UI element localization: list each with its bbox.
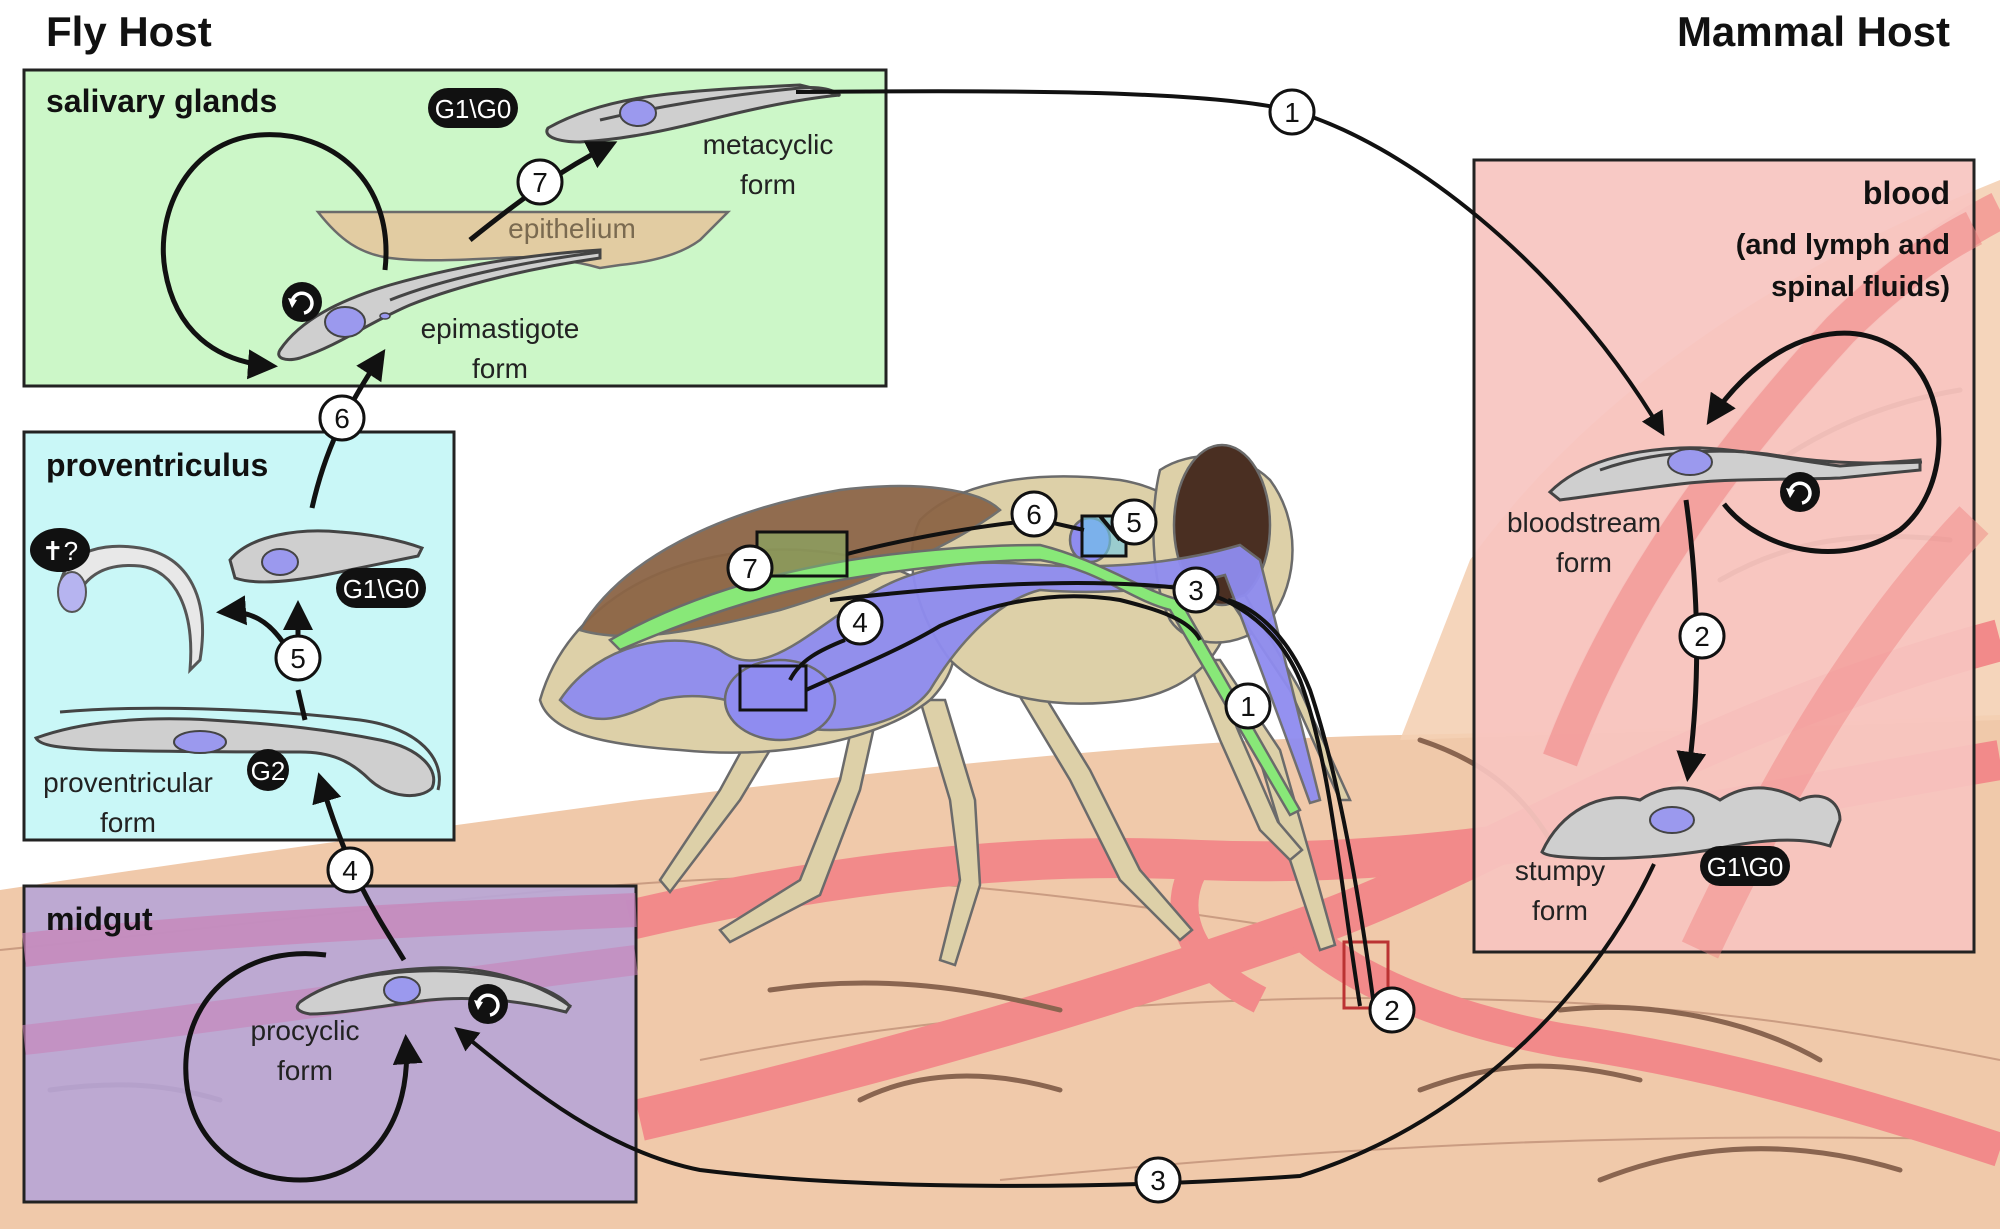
svg-text:7: 7	[742, 553, 758, 584]
svg-text:5: 5	[290, 643, 306, 674]
fly-host-title: Fly Host	[46, 8, 212, 55]
proventricular-label-2: form	[100, 807, 156, 838]
epithelium	[315, 210, 732, 270]
metacyclic-label-2: form	[740, 169, 796, 200]
svg-text:6: 6	[334, 403, 350, 434]
blood-subtitle-1: (and lymph and	[1736, 229, 1950, 261]
cycle-icon-blood	[1780, 472, 1820, 512]
svg-text:✝?: ✝?	[42, 536, 78, 566]
svg-text:5: 5	[1126, 507, 1142, 538]
svg-text:3: 3	[1188, 575, 1204, 606]
bloodstream-label-2: form	[1556, 547, 1612, 578]
svg-text:3: 3	[1150, 1165, 1166, 1196]
badge-g1g0-metacyclic: G1\G0	[428, 88, 518, 128]
stumpy-label-2: form	[1532, 895, 1588, 926]
bloodstream-label-1: bloodstream	[1507, 507, 1661, 538]
procyclic-cycle-arrow	[183, 951, 423, 1183]
arrow-4-to-proventriculus	[312, 772, 407, 962]
proventricular-cell	[33, 706, 441, 798]
metacyclic-cell	[545, 83, 842, 144]
badge-g1g0-proventriculus: G1\G0	[336, 568, 426, 608]
svg-text:4: 4	[342, 855, 358, 886]
stumpy-label-1: stumpy	[1515, 855, 1605, 886]
bloodstream-cycle-arrow	[1706, 330, 1942, 554]
svg-text:G1\G0: G1\G0	[343, 574, 420, 604]
svg-text:G1\G0: G1\G0	[1707, 852, 1784, 882]
svg-text:1: 1	[1240, 691, 1256, 722]
cycle-icon	[282, 282, 322, 322]
cycle-icon-midgut	[468, 984, 508, 1024]
dying-cell	[57, 544, 204, 674]
procyclic-cell	[295, 966, 573, 1016]
epimastigote-cycle-arrow	[160, 132, 389, 380]
svg-text:6: 6	[1026, 499, 1042, 530]
proventriculus-title: proventriculus	[46, 447, 268, 483]
metacyclic-label-1: metacyclic	[703, 129, 834, 160]
procyclic-label-2: form	[277, 1055, 333, 1086]
svg-text:2: 2	[1384, 995, 1400, 1026]
mammal-host-title: Mammal Host	[1677, 8, 1950, 55]
svg-text:4: 4	[852, 607, 868, 638]
midgut-title: midgut	[46, 901, 153, 937]
badge-g2: G2	[247, 749, 289, 791]
dagger-icon: ✝?	[30, 528, 90, 572]
svg-text:7: 7	[532, 167, 548, 198]
proventricular-label-1: proventricular	[43, 767, 213, 798]
epimastigote-label-1: epimastigote	[421, 313, 580, 344]
svg-text:G1\G0: G1\G0	[435, 94, 512, 124]
fly-wing	[578, 484, 1002, 638]
procyclic-label-1: procyclic	[251, 1015, 360, 1046]
badge-g1g0-stumpy: G1\G0	[1700, 846, 1790, 886]
step-badges: 1 2 3 4 5 6 7 1 2 3 4 5 6 7	[274, 88, 1726, 1204]
salivary-glands-title: salivary glands	[46, 83, 277, 119]
stumpy-cell	[1540, 786, 1842, 861]
svg-text:1: 1	[1284, 97, 1300, 128]
svg-text:2: 2	[1694, 621, 1710, 652]
blood-subtitle-2: spinal fluids)	[1771, 271, 1950, 303]
epimastigote-label-2: form	[472, 353, 528, 384]
arrow-5-base	[295, 689, 308, 721]
svg-text:G2: G2	[251, 756, 286, 786]
bloodstream-cell	[1547, 446, 1923, 502]
g1g0-proventriculus-cell	[228, 529, 425, 584]
epithelium-label: epithelium	[508, 213, 636, 244]
epimastigote-cell	[277, 248, 602, 362]
arrow-3-to-midgut	[454, 863, 1656, 1188]
blood-title: blood	[1863, 175, 1950, 211]
